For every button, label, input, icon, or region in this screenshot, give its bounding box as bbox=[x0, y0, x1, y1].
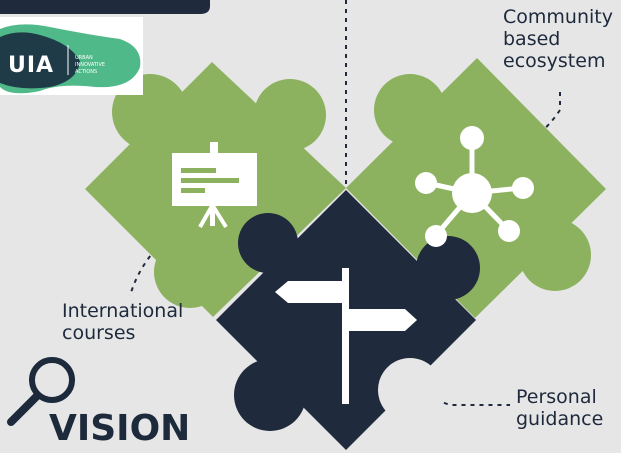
logo-frame bbox=[0, 0, 210, 14]
connector-courses bbox=[129, 229, 176, 297]
network-hub-icon bbox=[415, 126, 534, 247]
logo-abbr: UIA bbox=[8, 53, 55, 78]
magnifier-icon bbox=[7, 357, 75, 426]
presentation-board-icon bbox=[172, 142, 257, 229]
uia-logo: UIA URBAN INNOVATIVE ACTIONS bbox=[0, 17, 143, 95]
label-international-courses: International courses bbox=[62, 300, 184, 344]
signpost-icon bbox=[275, 268, 417, 404]
label-personal-guidance: Personal guidance bbox=[516, 386, 604, 430]
vision-title: VISION bbox=[49, 408, 191, 449]
logo-subtitle: URBAN INNOVATIVE ACTIONS bbox=[75, 55, 106, 75]
label-community-based-ecosystem: Community based ecosystem bbox=[503, 6, 613, 72]
